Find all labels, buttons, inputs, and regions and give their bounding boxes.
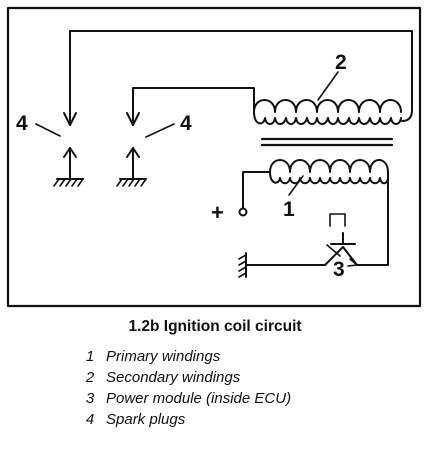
legend-number: 1 [85, 348, 95, 365]
legend-number: 3 [85, 390, 95, 407]
legend-text: Power module (inside ECU) [106, 390, 292, 407]
secondary-wire-left [69, 30, 413, 126]
callout-primary: 1 [283, 198, 295, 221]
legend-number: 4 [85, 411, 95, 428]
primary-wire-positive [242, 171, 271, 209]
legend-text: Secondary windings [106, 369, 241, 386]
legend-number: 2 [85, 369, 95, 386]
callout-line-secondary [317, 71, 339, 101]
callout-line-module [326, 244, 341, 257]
callout-plug-left: 4 [16, 112, 28, 135]
spark-plug-left [53, 112, 84, 187]
legend-text: Primary windings [106, 348, 221, 365]
ground-symbol [238, 252, 247, 278]
callout-module: 3 [333, 258, 345, 281]
callout-plug-right: 4 [180, 112, 192, 135]
diagram-frame [6, 6, 422, 308]
legend-text: Spark plugs [106, 411, 186, 428]
callout-secondary: 2 [335, 51, 347, 74]
positive-terminal [238, 207, 248, 217]
spark-plug-right [116, 112, 147, 187]
positive-sign: + [211, 200, 224, 225]
power-module-switch [324, 213, 358, 267]
primary-wire-module [356, 171, 389, 266]
secondary-wire-right [132, 87, 255, 126]
primary-winding [269, 159, 389, 185]
diagram-caption: 1.2b Ignition coil circuit [128, 318, 302, 335]
secondary-winding [253, 99, 402, 125]
ignition-diagram [6, 6, 422, 308]
callout-line-plug-left [35, 123, 61, 137]
callout-line-plug-right [145, 123, 175, 138]
